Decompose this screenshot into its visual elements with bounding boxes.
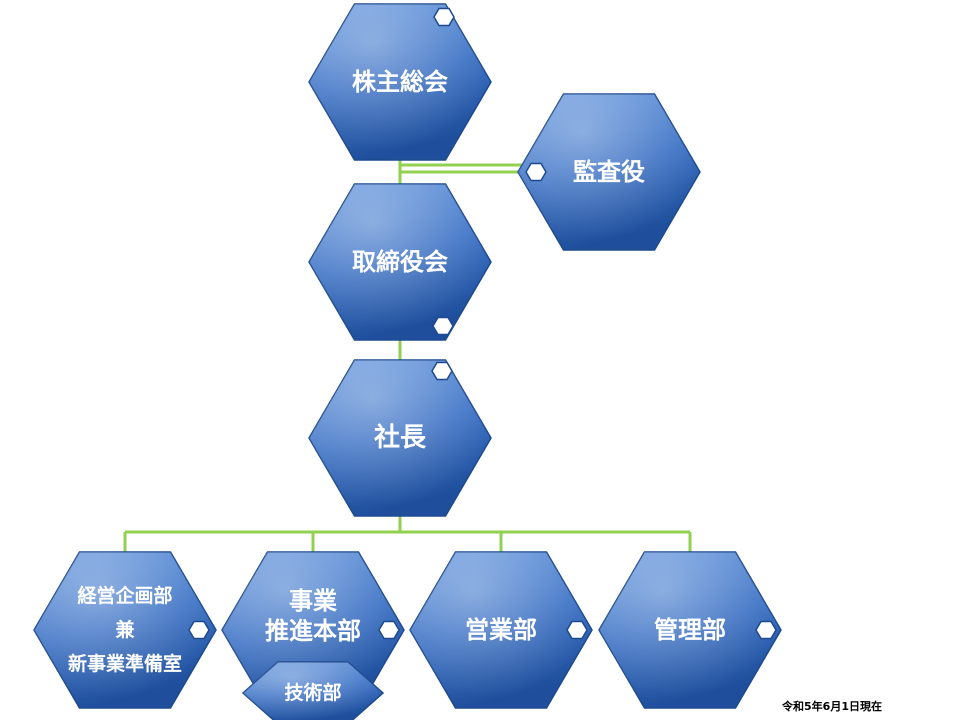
node-bizdev-label-1: 事業	[289, 587, 337, 615]
node-shareholders: 株主総会	[308, 3, 492, 161]
node-shareholders-highlight	[309, 4, 491, 160]
node-admin-highlight	[599, 552, 781, 708]
node-planning-label-3: 新事業準備室	[68, 652, 182, 675]
node-board: 取締役会	[308, 183, 492, 341]
node-planning-label-2: 兼	[115, 618, 134, 641]
node-bizdev-label-2: 推進本部	[265, 617, 361, 645]
node-president-marker	[431, 361, 453, 381]
node-tech: 技術部	[241, 661, 385, 720]
node-sales-marker	[566, 620, 588, 640]
node-bizdev-marker	[378, 620, 400, 640]
node-president-label: 社長	[374, 422, 427, 453]
node-sales-label: 営業部	[465, 616, 537, 644]
node-admin-label: 管理部	[654, 616, 726, 644]
node-president-highlight	[309, 360, 491, 516]
node-sales: 営業部	[409, 551, 593, 709]
node-bizdev-highlight	[222, 552, 404, 708]
node-admin-marker	[755, 620, 777, 640]
node-sales-highlight	[410, 552, 592, 708]
node-shareholders-label: 株主総会	[352, 68, 448, 96]
node-planning-highlight	[34, 552, 216, 708]
node-auditor: 監査役	[517, 93, 701, 251]
node-board-highlight	[309, 184, 491, 340]
node-planning-marker	[188, 620, 210, 640]
node-auditor-marker	[525, 162, 547, 182]
connectors	[123, 158, 692, 554]
node-president: 社長	[308, 359, 492, 517]
hexagon-nodes: 株主総会監査役取締役会社長経営企画部兼新事業準備室事業推進本部技術部営業部管理部	[33, 3, 782, 720]
node-shareholders-marker	[433, 7, 455, 27]
node-tech-highlight	[243, 662, 383, 720]
node-admin: 管理部	[598, 551, 782, 709]
node-board-marker	[432, 316, 454, 336]
node-auditor-label: 監査役	[573, 158, 645, 186]
as-of-date: 令和5年6月1日現在	[782, 700, 882, 713]
node-tech-label: 技術部	[284, 681, 341, 704]
node-auditor-highlight	[518, 94, 700, 250]
node-board-label: 取締役会	[352, 248, 448, 276]
node-planning-label-1: 経営企画部	[77, 584, 172, 607]
